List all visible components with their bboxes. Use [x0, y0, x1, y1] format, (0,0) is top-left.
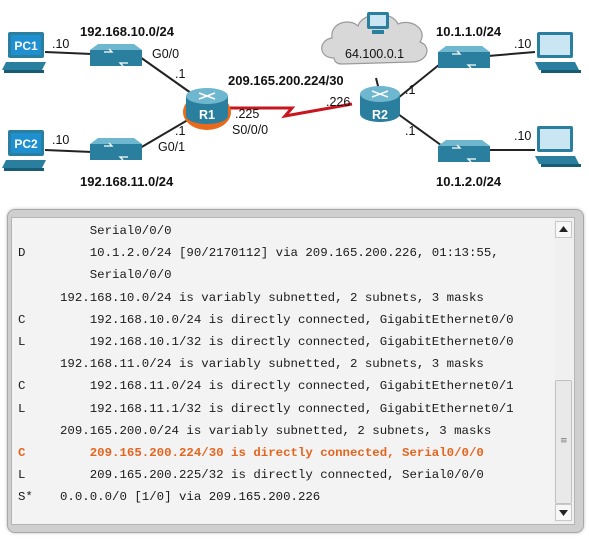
- route-text: Serial0/0/0: [60, 268, 172, 283]
- pc1-label: PC1: [14, 39, 38, 53]
- r1-serial-interface: S0/0/0: [232, 123, 268, 137]
- route-code: L: [18, 335, 26, 349]
- link-pc1-switch1: [44, 51, 93, 55]
- r1-g00-host: .1: [175, 67, 185, 81]
- route-code: C: [18, 446, 26, 460]
- routing-table-line: S* 0.0.0.0/0 [1/0] via 209.165.200.226: [12, 486, 552, 508]
- route-text: 192.168.10.1/32 is directly connected, G…: [60, 335, 514, 349]
- routing-table-line: D 10.1.2.0/24 [90/2170112] via 209.165.2…: [12, 242, 552, 264]
- routing-table-line: L 192.168.11.1/32 is directly connected,…: [12, 398, 552, 420]
- routing-table-line: L 192.168.10.1/32 is directly connected,…: [12, 331, 552, 353]
- grip-lines-icon: ≡: [560, 436, 568, 446]
- pc-bottom-right[interactable]: [535, 126, 581, 167]
- lan1-network-label: 192.168.10.0/24: [80, 24, 175, 39]
- r1-g01-interface: G0/1: [158, 140, 185, 154]
- route-text: 209.165.200.224/30 is directly connected…: [60, 446, 484, 460]
- pc2-host-address: .10: [52, 133, 69, 147]
- link-r2-switch4: [397, 113, 446, 149]
- pc2-icon: [2, 130, 46, 171]
- triangle-up-icon: [559, 226, 568, 232]
- scroll-up-button[interactable]: [555, 221, 572, 238]
- route-text: 0.0.0.0/0 [1/0] via 209.165.200.226: [60, 490, 321, 505]
- network-topology-diagram: 64.100.0.1 PC1 .10 PC2 .10 192.168.10.0/…: [2, 12, 581, 189]
- route-text: 192.168.10.0/24 is directly connected, G…: [60, 312, 514, 327]
- scroll-thumb[interactable]: ≡: [555, 380, 572, 504]
- route-text: 209.165.200.225/32 is directly connected…: [60, 468, 484, 483]
- cloud-icon: [321, 13, 428, 65]
- pc-icon: [535, 126, 581, 167]
- link-switch1-r1: [139, 56, 199, 99]
- router-icon: [360, 86, 400, 122]
- routing-table-line: C 209.165.200.224/30 is directly connect…: [12, 442, 552, 464]
- r1-g00-interface: G0/0: [152, 47, 179, 61]
- route-text: 192.168.11.0/24 is directly connected, G…: [60, 379, 514, 394]
- topology-links: [44, 51, 536, 153]
- routing-table-line: C 192.168.10.0/24 is directly connected,…: [12, 309, 552, 331]
- routing-table-line: 209.165.200.0/24 is variably subnetted, …: [12, 420, 552, 442]
- r2-serial-host: .226: [326, 95, 350, 109]
- switch2-icon: [90, 138, 142, 161]
- route-text: 10.1.2.0/24 [90/2170112] via 209.165.200…: [60, 246, 499, 261]
- pc2-label: PC2: [14, 137, 38, 151]
- scroll-down-button[interactable]: [555, 504, 572, 521]
- r1-serial-host: .225: [235, 107, 259, 121]
- switch3-icon: [438, 46, 490, 69]
- switch1-icon: [90, 44, 142, 67]
- r1-label: R1: [199, 108, 215, 122]
- routing-table-line: C 192.168.11.0/24 is directly connected,…: [12, 375, 552, 397]
- route-text: Serial0/0/0: [60, 224, 172, 238]
- pc1-icon: [2, 32, 46, 73]
- internet-address: 64.100.0.1: [345, 47, 404, 61]
- pc-icon: [535, 32, 581, 73]
- triangle-down-icon: [559, 510, 568, 516]
- link-pc2-switch2: [44, 149, 93, 153]
- router-r1[interactable]: R1: [183, 88, 231, 130]
- router-icon: [183, 88, 231, 130]
- r2-pc-bottom-host: .10: [514, 129, 531, 143]
- cloud-pc-icon: [367, 12, 389, 34]
- router-r2[interactable]: R2: [360, 86, 400, 122]
- vertical-scrollbar[interactable]: ≡: [554, 217, 575, 525]
- r2-lan2-network-label: 10.1.2.0/24: [436, 174, 502, 189]
- routing-table-line: L 209.165.200.225/32 is directly connect…: [12, 464, 552, 486]
- r1-g01-host: .1: [175, 124, 185, 138]
- route-text: 192.168.10.0/24 is variably subnetted, 2…: [60, 290, 484, 305]
- route-text: 192.168.11.1/32 is directly connected, G…: [60, 401, 514, 416]
- route-code: L: [18, 468, 26, 483]
- route-text: 192.168.11.0/24 is variably subnetted, 2…: [60, 357, 484, 372]
- routing-table-line: Serial0/0/0: [12, 220, 552, 242]
- route-code: L: [18, 401, 26, 416]
- route-code: D: [18, 246, 26, 261]
- r2-lan2-host: .1: [405, 124, 415, 138]
- link-switch3-pc3: [487, 51, 536, 57]
- route-code: C: [18, 312, 26, 327]
- routing-table-line: Serial0/0/0: [12, 264, 552, 286]
- serial-network-label: 209.165.200.224/30: [228, 73, 344, 88]
- r2-lan1-host: .1: [405, 83, 415, 97]
- pc1[interactable]: PC1: [2, 32, 46, 73]
- pc1-host-address: .10: [52, 37, 69, 51]
- internet-cloud: 64.100.0.1: [321, 12, 428, 65]
- routing-table-line: 192.168.10.0/24 is variably subnetted, 2…: [12, 287, 552, 309]
- serial-link-icon: [230, 102, 353, 119]
- route-code: S*: [18, 490, 33, 505]
- routing-table-line: 192.168.11.0/24 is variably subnetted, 2…: [12, 353, 552, 375]
- route-text: 209.165.200.0/24 is variably subnetted, …: [60, 423, 492, 438]
- route-code: C: [18, 379, 26, 394]
- pc-top-right[interactable]: [535, 32, 581, 73]
- lan2-network-label: 192.168.11.0/24: [80, 174, 174, 189]
- switch4-icon: [438, 140, 490, 163]
- link-r2-switch3: [397, 59, 446, 99]
- r2-label: R2: [372, 108, 388, 122]
- r2-pc-top-host: .10: [514, 37, 531, 51]
- pc2[interactable]: PC2: [2, 130, 46, 171]
- r2-lan1-network-label: 10.1.1.0/24: [436, 24, 502, 39]
